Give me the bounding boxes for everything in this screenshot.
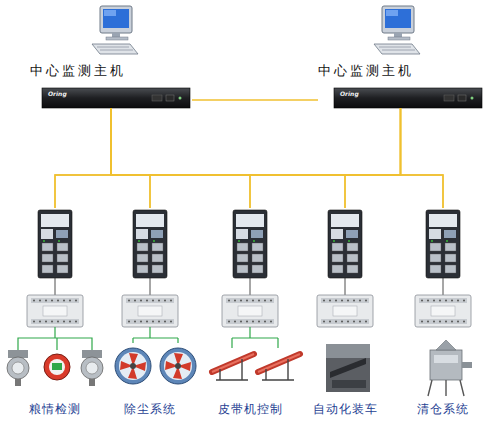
host-station: 中心监测主机 bbox=[30, 62, 192, 108]
ethernet-link bbox=[345, 108, 401, 208]
subsystem-label: 除尘系统 bbox=[108, 401, 192, 418]
subsystem-group: 自动化装车 bbox=[303, 208, 387, 422]
ethernet-link bbox=[250, 108, 401, 208]
industrial-switch bbox=[133, 210, 167, 278]
loading-photo bbox=[326, 344, 370, 392]
host-label: 中心监测主机 bbox=[30, 62, 126, 80]
io-controller bbox=[27, 295, 83, 327]
io-controller bbox=[317, 295, 373, 327]
subsystem-label: 清仓系统 bbox=[401, 401, 485, 418]
exhaust-fan bbox=[160, 348, 196, 384]
io-controller bbox=[222, 295, 278, 327]
exhaust-fan bbox=[115, 348, 151, 384]
subsystem-group: 粮情检测 bbox=[13, 208, 97, 422]
ethernet-link bbox=[192, 99, 318, 100]
subsystem-label: 皮带机控制 bbox=[208, 401, 292, 418]
host-label: 中心监测主机 bbox=[318, 62, 414, 80]
rack-switch bbox=[334, 88, 482, 108]
brand-logo: Oring bbox=[340, 90, 359, 97]
ethernet-link bbox=[111, 108, 150, 208]
industrial-switch bbox=[38, 210, 72, 278]
industrial-switch bbox=[233, 210, 267, 278]
cleaning-machine bbox=[428, 340, 472, 396]
host-station: 中心监测主机 bbox=[318, 62, 483, 108]
brand-logo: Oring bbox=[48, 90, 67, 97]
alarm-sensor bbox=[44, 354, 70, 380]
industrial-switch bbox=[328, 210, 362, 278]
subsystem-label: 粮情检测 bbox=[13, 401, 97, 418]
subsystem-label: 自动化装车 bbox=[303, 401, 387, 418]
subsystem-group: 清仓系统 bbox=[401, 208, 485, 422]
ethernet-link bbox=[111, 108, 443, 208]
subsystem-group: 除尘系统 bbox=[108, 208, 192, 422]
gas-sensor bbox=[7, 350, 29, 386]
belt-conveyor bbox=[212, 354, 254, 380]
signal-wire bbox=[18, 327, 92, 350]
monitor-computer bbox=[374, 6, 420, 54]
io-controller bbox=[122, 295, 178, 327]
io-controller bbox=[415, 295, 471, 327]
ethernet-link bbox=[55, 108, 401, 208]
signal-wire bbox=[232, 327, 278, 348]
ethernet-link bbox=[401, 108, 444, 208]
ethernet-link bbox=[111, 108, 345, 208]
signal-wire bbox=[133, 327, 178, 343]
ethernet-link bbox=[111, 108, 250, 208]
subsystem-group: 皮带机控制 bbox=[208, 208, 292, 422]
ethernet-link bbox=[150, 108, 401, 208]
link-line bbox=[55, 278, 443, 295]
gas-sensor bbox=[81, 350, 103, 386]
belt-conveyor bbox=[258, 354, 300, 380]
monitor-computer bbox=[92, 6, 138, 54]
industrial-switch bbox=[426, 210, 460, 278]
rack-switch bbox=[42, 88, 190, 108]
ethernet-link bbox=[55, 108, 111, 208]
